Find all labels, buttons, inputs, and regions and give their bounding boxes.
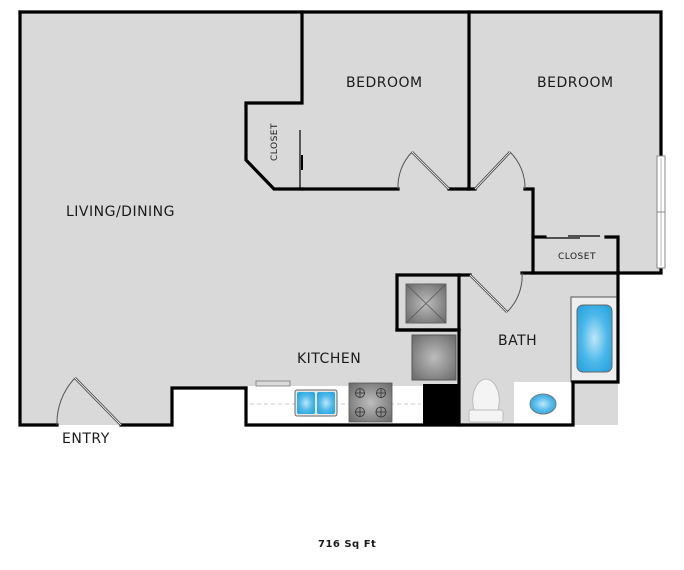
room-label-bath: BATH xyxy=(498,333,538,349)
room-label-bedroom-2: BEDROOM xyxy=(537,75,614,91)
room-label-living-dining: LIVING/DINING xyxy=(66,204,176,220)
bathtub-icon xyxy=(576,304,613,373)
stove-icon xyxy=(348,382,393,423)
counter-backsplash xyxy=(255,380,291,387)
room-label-bedroom-1: BEDROOM xyxy=(346,75,423,91)
refrigerator-icon xyxy=(411,334,457,381)
room-label-kitchen: KITCHEN xyxy=(297,351,362,367)
room-label-closet-1: CLOSET xyxy=(269,123,280,161)
bath-sink-icon xyxy=(529,393,557,415)
square-footage: 716 Sq Ft xyxy=(318,539,377,550)
toilet-icon xyxy=(468,378,504,423)
window xyxy=(656,155,666,269)
room-label-entry: ENTRY xyxy=(62,431,110,447)
room-label-closet-2: CLOSET xyxy=(558,252,596,262)
pantry-block xyxy=(423,384,459,425)
hvac-unit-icon xyxy=(405,283,447,324)
floor-area xyxy=(20,12,661,425)
kitchen-sink-icon xyxy=(294,389,338,417)
doors xyxy=(56,151,526,426)
